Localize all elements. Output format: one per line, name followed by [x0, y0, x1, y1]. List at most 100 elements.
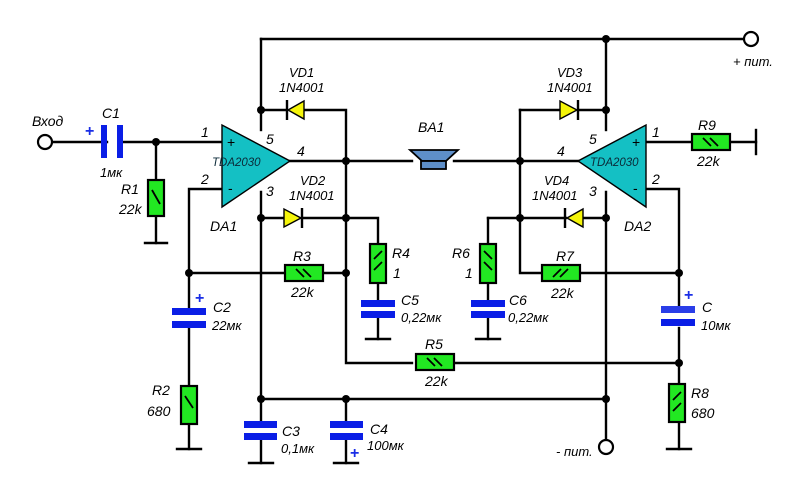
da2-plus-sign: + [632, 134, 640, 150]
capacitor-plate [330, 421, 363, 428]
resistor-mark [702, 137, 712, 147]
r4-ref: R4 [392, 245, 410, 261]
resistor-mark [151, 189, 161, 205]
r1-value: 22k [118, 201, 143, 217]
r7-value: 22k [550, 285, 575, 301]
diode-icon [286, 99, 305, 121]
capacitor-plate [361, 300, 395, 307]
c2-value: 22мк [211, 318, 242, 333]
capacitor-plate [471, 300, 505, 307]
c4-ref: C4 [370, 421, 388, 437]
resistor-icon [540, 263, 582, 283]
da2-ref: DA2 [624, 218, 651, 234]
capacitor-plate [172, 321, 206, 328]
resistor-mark [483, 261, 493, 271]
diode-vd1: VD1 1N4001 [279, 65, 325, 121]
resistor-r8: R8 680 [667, 382, 715, 424]
capacitor-c4: + C4 100мк [330, 421, 405, 462]
resistor-mark [552, 268, 562, 278]
r9-value: 22k [696, 153, 721, 169]
resistor-icon [283, 263, 325, 283]
vd1-part: 1N4001 [279, 80, 325, 95]
r7-ref: R7 [556, 248, 575, 264]
junction-dot [516, 157, 524, 165]
da2-pin5: 5 [589, 131, 597, 147]
diode-icon [565, 207, 584, 229]
diode-vd4: VD4 1N4001 [532, 173, 584, 229]
da2-pin3: 3 [589, 183, 597, 199]
c4-polarity: + [350, 445, 359, 462]
resistor-icon [179, 384, 199, 426]
junction-dot [257, 106, 265, 114]
da1-part-label: TDA2030 [212, 157, 261, 169]
amplifier-da1: + - TDA2030 1 2 5 4 3 DA1 [200, 123, 305, 234]
r5-left-wire [344, 216, 414, 365]
capacitor-plate [471, 311, 505, 318]
speaker-magnet-icon [420, 160, 447, 170]
resistor-r7: R7 22k [540, 248, 582, 301]
r8-ref: R8 [691, 385, 709, 401]
da2-pin4: 4 [557, 143, 565, 159]
c3-ref: C3 [282, 423, 300, 439]
c3-value: 0,1мк [281, 441, 315, 456]
vd4-ref: VD4 [544, 173, 569, 188]
vd4-part: 1N4001 [532, 188, 578, 203]
resistor-mark [373, 250, 383, 260]
resistor-mark [433, 357, 443, 367]
r5-value: 22k [424, 373, 449, 389]
resistor-icon [690, 132, 732, 152]
resistor-r1: R1 22k [118, 178, 166, 218]
c-polarity: + [684, 287, 693, 304]
resistor-mark [426, 357, 436, 367]
capacitor-plate [244, 421, 277, 428]
resistor-r9: R9 22k [690, 117, 732, 169]
junction-dot [675, 269, 683, 277]
amplifier-da2: + - TDA2030 1 2 5 4 3 DA2 [557, 123, 660, 234]
c5-ref: C5 [401, 292, 419, 308]
c5-value: 0,22мк [401, 310, 442, 325]
resistor-mark [483, 250, 493, 260]
capacitor-plate [101, 125, 107, 158]
da2-pin2: 2 [651, 171, 660, 187]
junction-dot [342, 157, 350, 165]
r9-ref: R9 [698, 117, 716, 133]
junction-dot [602, 214, 610, 222]
vd3-part: 1N4001 [547, 80, 593, 95]
junction-dot [152, 138, 160, 146]
resistor-mark [295, 268, 305, 278]
capacitor-c2: + C2 22мк [172, 290, 242, 333]
c1-value: 1мк [100, 165, 123, 180]
c6-ref: C6 [509, 292, 527, 308]
r6-ref: R6 [452, 245, 470, 261]
da1-pin3: 3 [266, 183, 274, 199]
r4-value: 1 [393, 265, 401, 281]
resistor-mark [184, 395, 194, 409]
da1-minus-wire [187, 187, 224, 310]
resistor-mark [672, 391, 682, 401]
resistor-icon [478, 242, 498, 285]
junction-dot [257, 214, 265, 222]
input-terminal [36, 133, 54, 151]
da1-pin5: 5 [266, 131, 274, 147]
resistor-mark [373, 261, 383, 271]
capacitor-plate [361, 311, 395, 318]
junction-dot [185, 269, 193, 277]
vd2-right-wire [300, 216, 380, 246]
capacitor-c1: + C1 1мк [85, 105, 123, 180]
diode-icon [283, 207, 303, 229]
junctions [152, 35, 683, 403]
c2-ref: C2 [213, 299, 231, 315]
r3-ref: R3 [293, 248, 311, 264]
c-value: 10мк [701, 318, 731, 333]
r8-value: 680 [691, 405, 715, 421]
plus-supply-label: + пит. [733, 54, 773, 69]
resistor-mark [709, 137, 719, 147]
resistor-r3: R3 22k [283, 248, 325, 300]
da1-minus-sign: - [228, 180, 233, 196]
resistor-icon [667, 382, 687, 424]
resistor-r2: R2 680 [147, 382, 199, 426]
junction-dot [342, 214, 350, 222]
junction-dot [516, 214, 524, 222]
capacitor-c3: C3 0,1мк [244, 421, 315, 456]
junction-dot [675, 359, 683, 367]
